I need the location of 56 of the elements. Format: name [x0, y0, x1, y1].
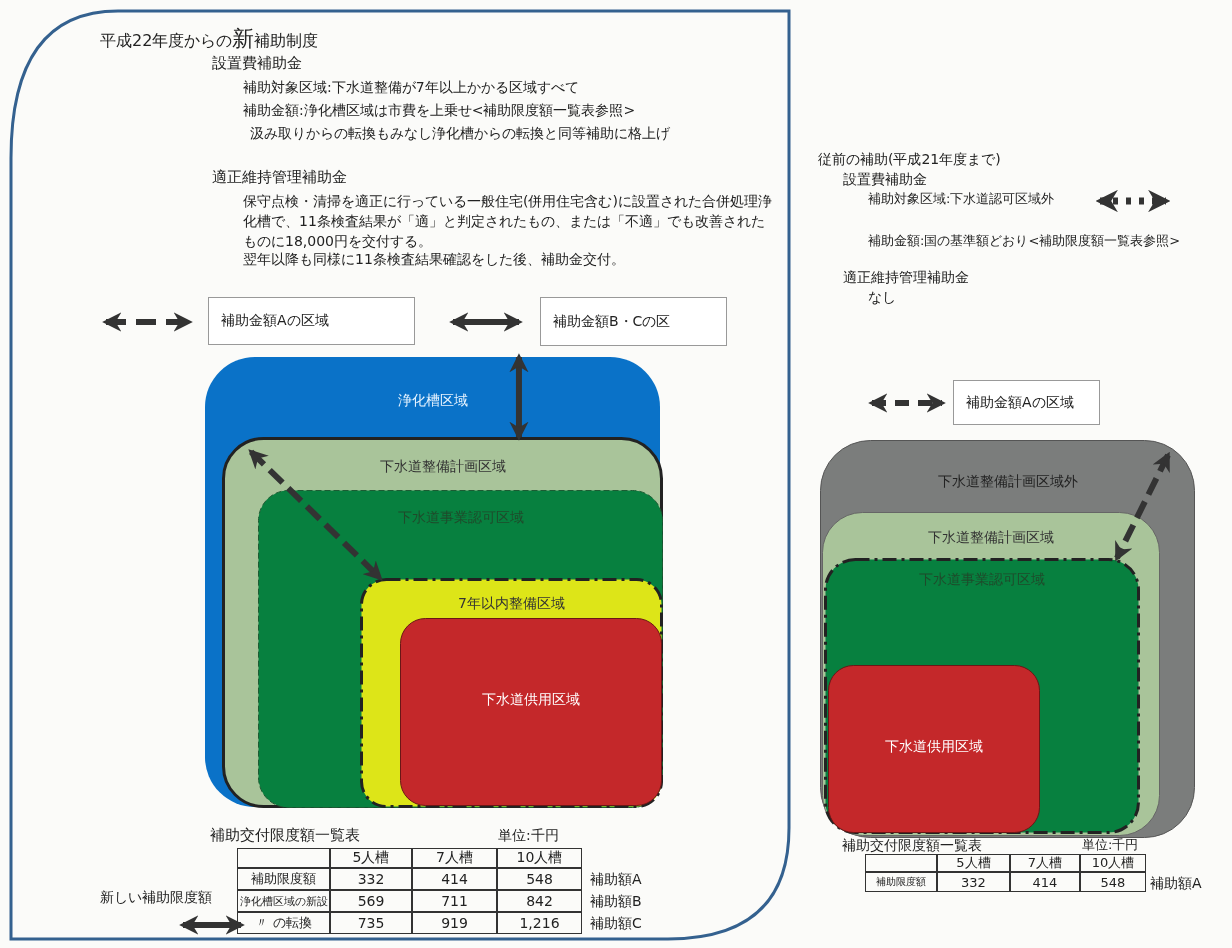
label-text: 補助対象区域:下水道認可区域外 [868, 190, 1055, 208]
table-cell: 補助限度額 [237, 868, 330, 890]
table-cell: 735 [330, 912, 412, 934]
table-cell: 7人槽 [412, 848, 497, 868]
table-cell: 548 [497, 868, 582, 890]
body-text: 翌年以降も同様に11条検査結果確認をした後、補助金交付。 [243, 250, 625, 268]
body-text: 補助金額:浄化槽区域は市費を上乗せ<補助限度額一覧表参照> [243, 101, 636, 119]
region-label: 下水道供用区域 [482, 690, 580, 708]
table-cell: 711 [412, 890, 497, 912]
table-cell: 10人槽 [1080, 854, 1146, 872]
double-arrow [1114, 451, 1171, 562]
table-cell: 補助限度額 [865, 872, 937, 892]
table-cell: 414 [412, 868, 497, 890]
region-label: 7年以内整備区域 [458, 594, 565, 612]
body-text: 補助対象区域:下水道整備が7年以上かかる区域すべて [243, 78, 579, 96]
table-cell: 332 [937, 872, 1010, 892]
label-text: 補助交付限度額一覧表 [210, 826, 360, 844]
table-cell: 842 [497, 890, 582, 912]
body-text: 汲み取りからの転換もみなし浄化槽からの転換と同等補助に格上げ [250, 124, 670, 142]
label-text: 単位:千円 [1082, 836, 1139, 854]
label-text: なし [868, 288, 896, 306]
double-arrow [509, 353, 529, 441]
label-text: 補助額A [590, 870, 642, 888]
legend-box: 補助金額Aの区域 [208, 297, 415, 345]
table-cell: 〃 の転換 [237, 912, 330, 934]
label-text: 設置費補助金 [843, 170, 927, 188]
table-cell: 浄化槽区域の新設 [237, 890, 330, 912]
table-cell: 919 [412, 912, 497, 934]
region-label: 下水道整備計画区域外 [937, 472, 1078, 490]
legend-box: 補助金額Aの区域 [953, 380, 1100, 425]
table-cell: 5人槽 [330, 848, 412, 868]
label-text: 補助金額:国の基準額どおり<補助限度額一覧表参照> [868, 232, 1181, 250]
table-cell: 548 [1080, 872, 1146, 892]
table-cell: 1,216 [497, 912, 582, 934]
legend-box: 補助金額B・Cの区 [540, 297, 727, 346]
table-cell: 7人槽 [1010, 854, 1080, 872]
region-label: 下水道整備計画区域 [379, 457, 506, 475]
section-heading: 設置費補助金 [212, 54, 302, 72]
section-heading: 適正維持管理補助金 [212, 168, 347, 186]
label-text: 補助額B [590, 892, 642, 910]
table-cell: 569 [330, 890, 412, 912]
region-label: 浄化槽区域 [397, 391, 468, 409]
region-label: 下水道供用区域 [885, 737, 983, 755]
label-text: 補助額A [1150, 874, 1202, 892]
table-cell: 332 [330, 868, 412, 890]
label-text: 適正維持管理補助金 [843, 268, 969, 286]
label-text: 従前の補助(平成21年度まで) [818, 150, 1001, 168]
table-cell: 5人槽 [937, 854, 1010, 872]
region-label: 下水道整備計画区域 [928, 528, 1054, 546]
double-arrow [248, 449, 383, 581]
table-cell: 10人槽 [497, 848, 582, 868]
label-text: 補助額C [590, 914, 642, 932]
label-text: 新しい補助限度額 [100, 888, 212, 906]
label-text: 単位:千円 [498, 826, 559, 844]
body-text: 保守点検・清掃を適正に行っている一般住宅(併用住宅含む)に設置された合併処理浄化槽で、11条検査結果が「適」と判定されたもの、または「不適」でも改善されたものに18,000円を交付する。 [243, 192, 773, 251]
table-cell: 414 [1010, 872, 1080, 892]
